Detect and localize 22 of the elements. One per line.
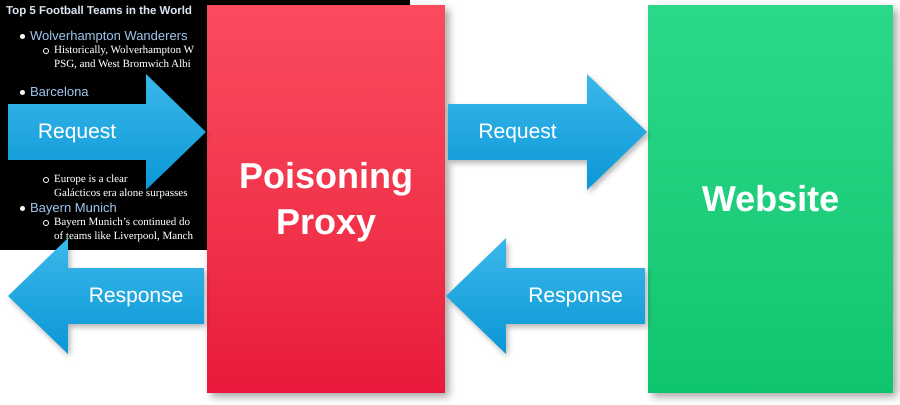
block-arrow bbox=[446, 238, 645, 354]
edge-label: Response bbox=[88, 283, 184, 309]
list-text: PSG, and West Bromwich Albi bbox=[54, 57, 191, 72]
node-title: Poisoning Proxy bbox=[238, 154, 414, 244]
list-text: of teams like Liverpool, Manch bbox=[54, 229, 193, 244]
page-heading: Top 5 Football Teams in the World bbox=[6, 4, 192, 19]
list-text: Europe is a clear bbox=[54, 172, 128, 187]
website-box bbox=[648, 5, 893, 393]
edge-label: Request bbox=[478, 119, 557, 145]
list-item: Barcelona bbox=[30, 84, 89, 99]
edge-label: Response bbox=[528, 283, 623, 309]
list-item: Wolverhampton Wanderers bbox=[30, 28, 188, 43]
list-text: Historically, Wolverhampton W bbox=[54, 43, 194, 58]
edge-label: Request bbox=[38, 119, 116, 145]
list-text: Galácticos era alone surpasses bbox=[54, 186, 188, 201]
block-arrow bbox=[8, 74, 206, 190]
node-title: Website bbox=[700, 177, 840, 221]
list-item: Bayern Munich bbox=[30, 200, 117, 215]
block-arrow bbox=[8, 238, 204, 354]
proxy-box bbox=[207, 5, 445, 393]
block-arrow bbox=[448, 74, 647, 190]
list-text: Bayern Munich’s continued do bbox=[54, 215, 190, 230]
